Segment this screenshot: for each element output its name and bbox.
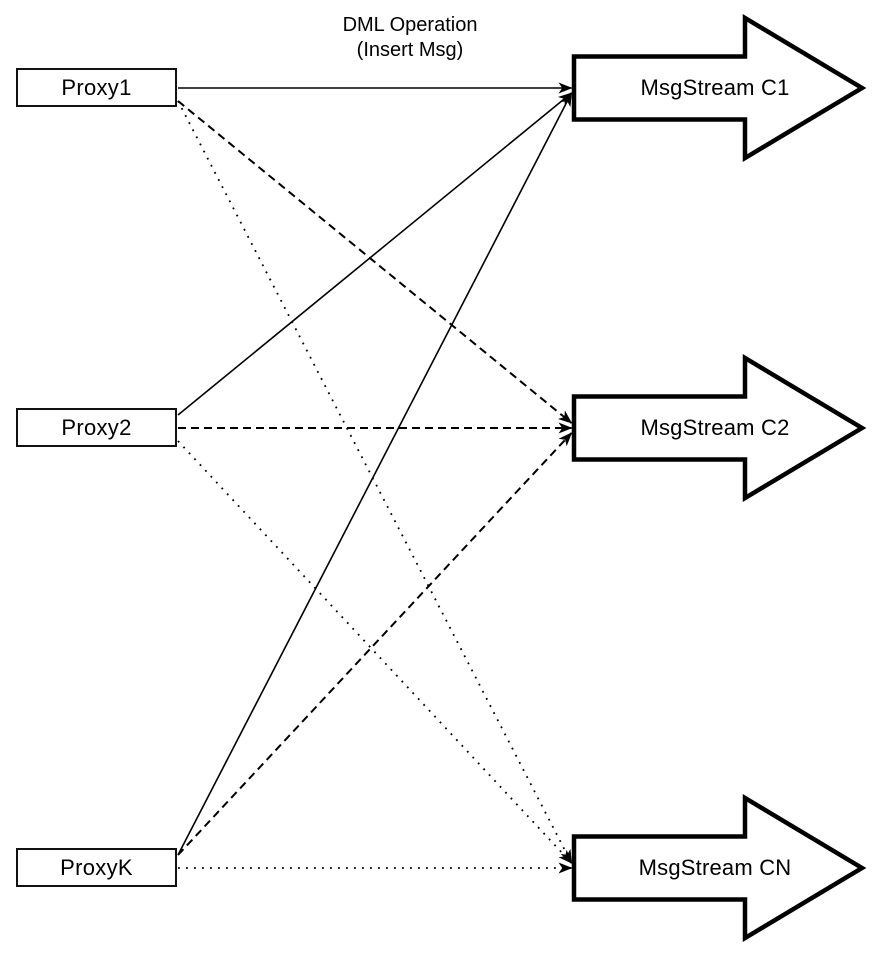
- edge-pk-c2: [177, 432, 573, 856]
- node-proxy2: Proxy2: [16, 408, 177, 447]
- node-proxy2-label: Proxy2: [61, 414, 132, 440]
- edge-p1-c2: [177, 100, 573, 424]
- node-proxy1-label: Proxy1: [61, 74, 132, 100]
- node-proxyk: ProxyK: [16, 848, 177, 887]
- msgstream-arrow-c2: [571, 354, 867, 502]
- edges-layer: [177, 82, 573, 874]
- msgstream-arrow-cn: [571, 794, 867, 942]
- node-proxyk-label: ProxyK: [60, 854, 133, 880]
- edge-p2-c1: [177, 92, 573, 416]
- node-proxy1: Proxy1: [16, 68, 177, 107]
- edge-pk-c1: [177, 92, 573, 856]
- diagram-title-line2: (Insert Msg): [356, 39, 464, 61]
- diagram-title: DML Operation (Insert Msg): [250, 13, 570, 63]
- msgstream-arrow-c1: [571, 14, 867, 162]
- edge-p1-cn: [177, 100, 573, 864]
- diagram-title-line1: DML Operation: [342, 14, 478, 36]
- edge-p2-cn: [177, 440, 573, 864]
